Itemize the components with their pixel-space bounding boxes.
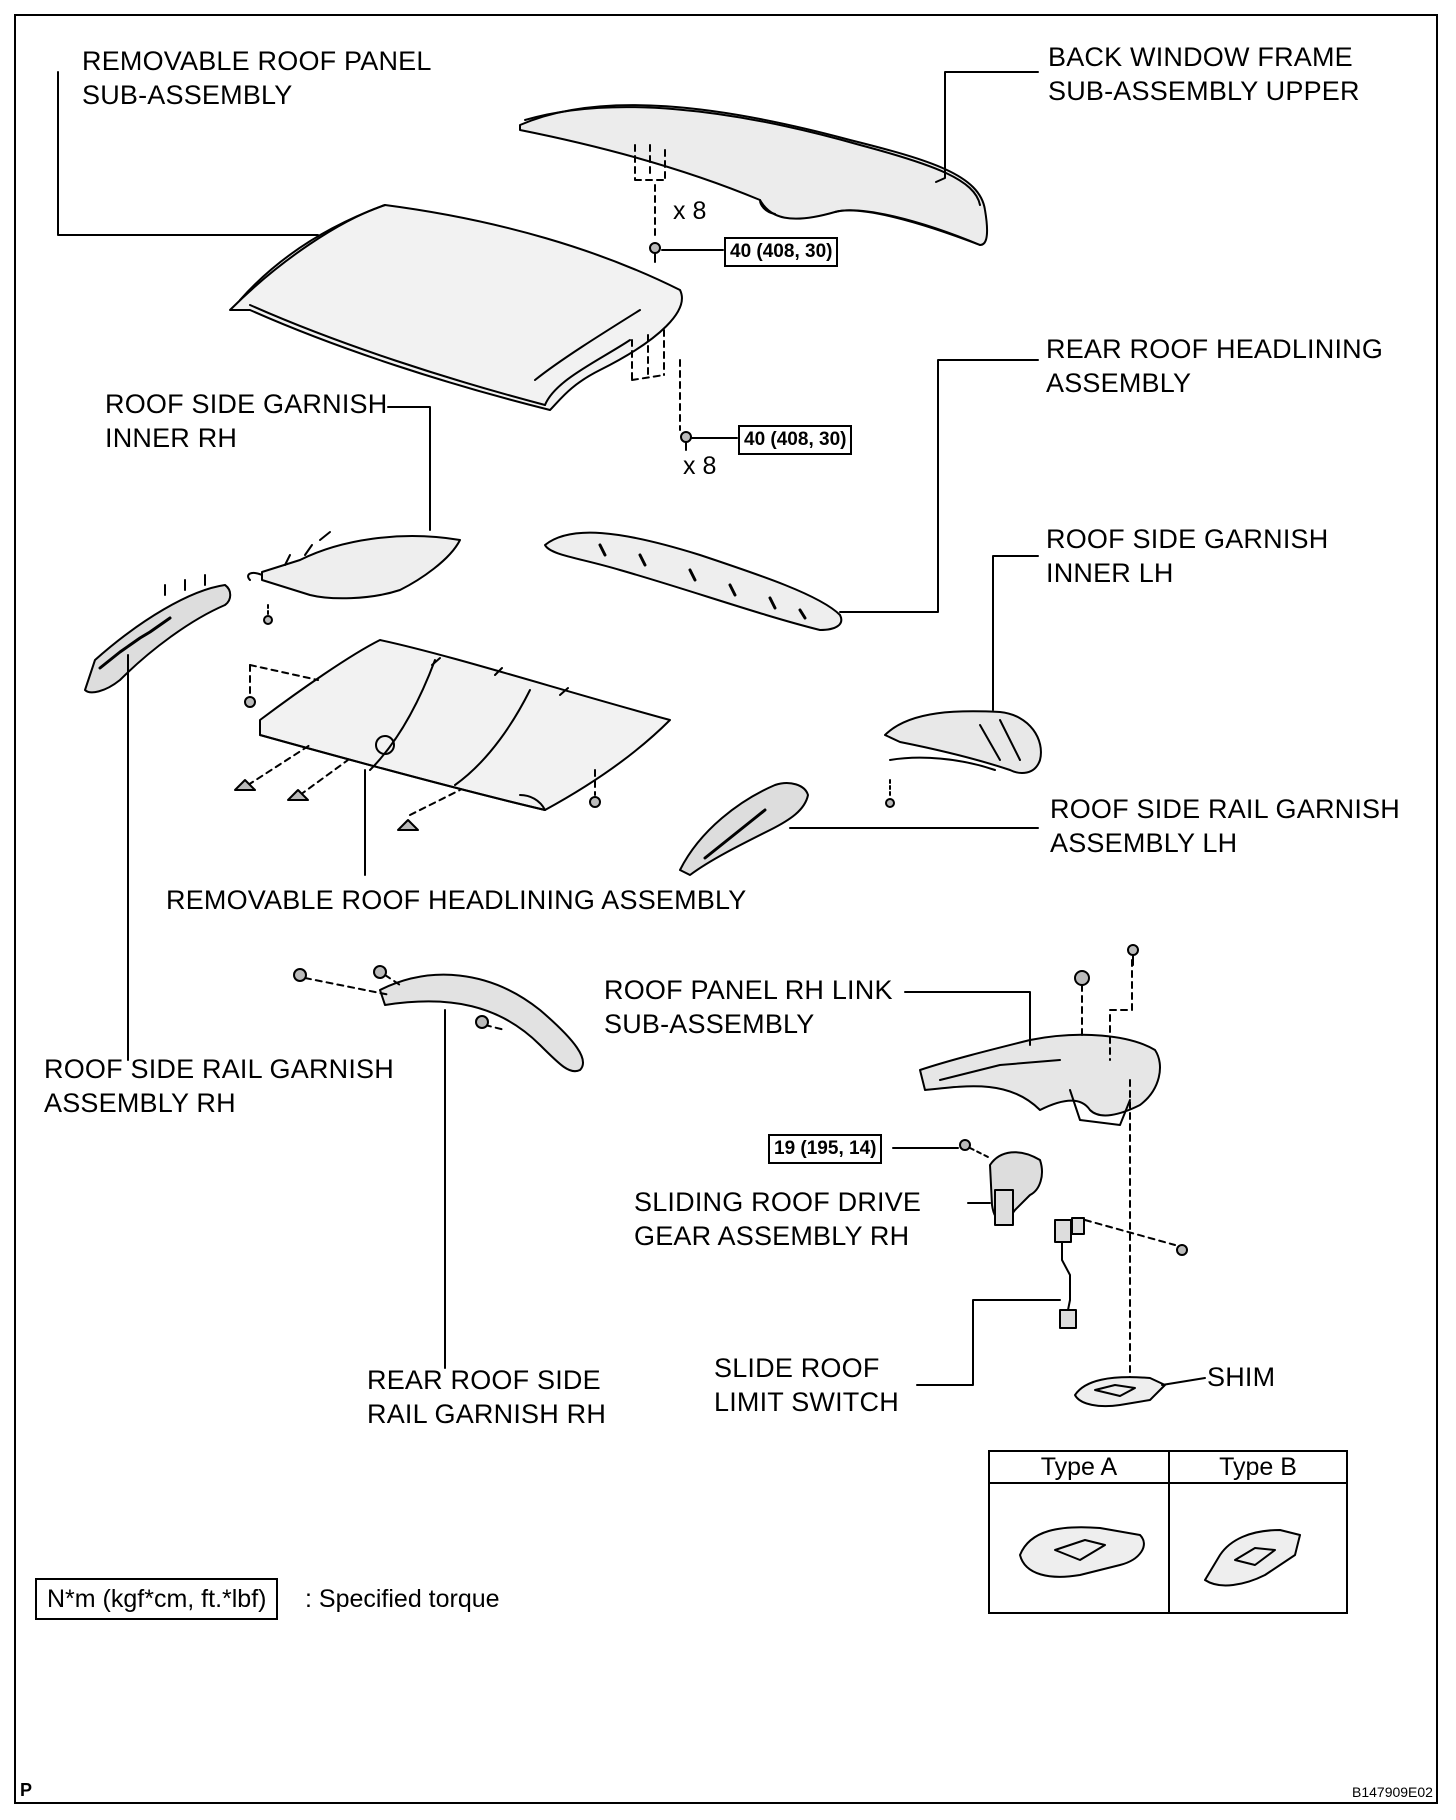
drive-gear-bolt (959, 1139, 991, 1159)
rear-rail-garnish-rh-part (379, 973, 585, 1073)
shim-type-table: Type A Type B (988, 1450, 1348, 1614)
rail-garnish-lh-part (679, 782, 809, 876)
middle-bolt-guides (631, 329, 681, 431)
diagram-frame (14, 14, 1438, 1804)
torque-upper: 40 (408, 30) (724, 237, 839, 267)
garnish-inner-lh-part (884, 710, 1042, 774)
label-shim: SHIM (1207, 1362, 1276, 1392)
link-bolt-guides (1081, 959, 1176, 1381)
rear-roof-headlining-part (544, 531, 843, 631)
torque-legend-text: : Specified torque (305, 1585, 500, 1613)
shim-leader (1161, 1377, 1206, 1386)
label-removable-roof-headlining: REMOVABLE ROOF HEADLINING ASSEMBLY (166, 885, 747, 915)
type-b-shim-icon (1204, 1529, 1301, 1587)
shim-part (1074, 1376, 1166, 1408)
rear-rail-bolt-guides (304, 974, 506, 1031)
type-a-header: Type A (1040, 1453, 1118, 1481)
limit-switch-part (1054, 1217, 1085, 1329)
limit-switch-leader (916, 1299, 1061, 1386)
figure-code: B147909E02 (1352, 1784, 1433, 1800)
drive-gear-part (989, 1151, 1043, 1226)
torque-middle: 40 (408, 30) (738, 425, 853, 455)
link-bolt-icons (1074, 944, 1188, 1256)
type-b-header: Type B (1219, 1453, 1297, 1481)
qty-middle: x 8 (683, 452, 717, 480)
removable-roof-panel-part (229, 204, 683, 411)
garnish-rh-clip (263, 604, 273, 625)
garnish-lh-clip (885, 779, 895, 808)
link-leader (904, 991, 1031, 1046)
upper-bolt-icon (649, 242, 661, 263)
back-window-frame-leader (935, 71, 1039, 183)
garnish-inner-rh-leader (387, 406, 431, 531)
removable-roof-headlining-part (259, 639, 671, 811)
middle-bolt-icon (680, 431, 692, 451)
torque-drive-gear: 19 (195, 14) (768, 1134, 883, 1164)
roof-panel-link-part (919, 1033, 1161, 1126)
rail-garnish-rh-part (84, 574, 232, 694)
torque-legend-unit: N*m (kgf*cm, ft.*lbf) (35, 1578, 279, 1620)
upper-bolt-guides (634, 144, 666, 241)
garnish-inner-rh-part (247, 531, 461, 600)
type-table-col-divider (1168, 1452, 1170, 1612)
rear-rail-bolt-icons (293, 965, 489, 1029)
rear-roof-headlining-leader (839, 359, 1039, 613)
headlining-clip-icons (234, 696, 601, 831)
corner-mark: P (20, 1780, 33, 1800)
back-window-frame-part (519, 104, 989, 246)
headlining-clip-guides (247, 664, 596, 816)
roof-panel-leader (57, 71, 319, 236)
garnish-inner-lh-leader (992, 555, 1039, 711)
qty-upper: x 8 (673, 197, 707, 225)
type-a-shim-icon (1019, 1526, 1145, 1578)
